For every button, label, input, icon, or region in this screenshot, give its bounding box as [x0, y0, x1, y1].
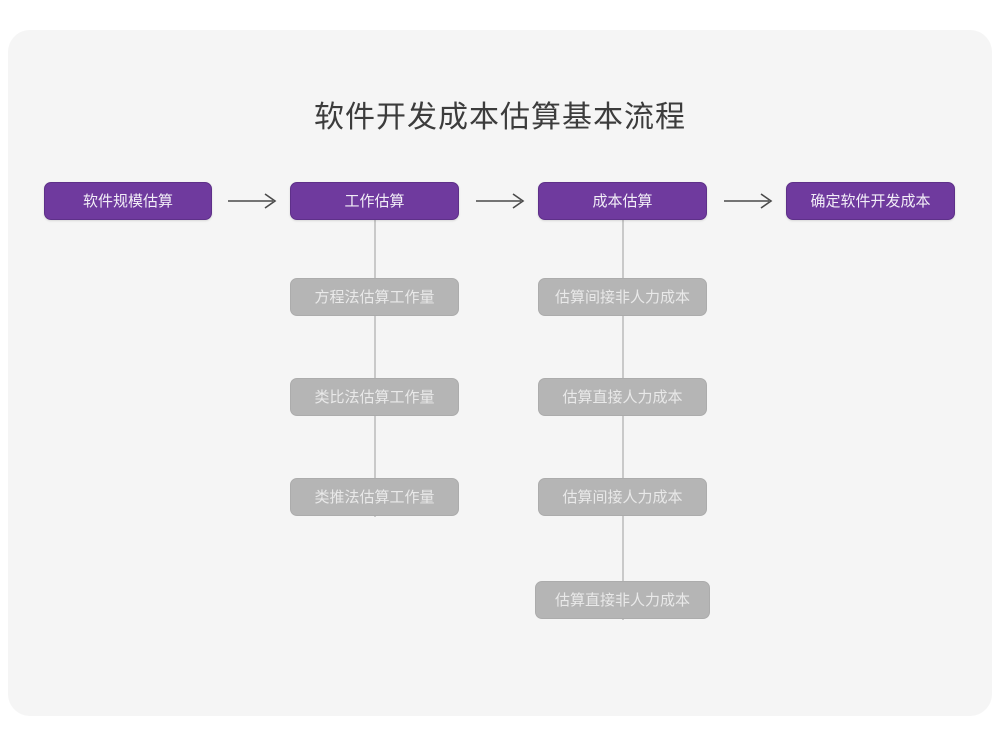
stage-node-2-label: 工作估算 — [344, 192, 405, 210]
substep-node-stage-2-2[interactable]: 类比法估算工作量 — [290, 378, 459, 416]
arrow-stage-3-to-4 — [724, 190, 776, 212]
stage-node-4-label: 确定软件开发成本 — [810, 192, 931, 210]
arrow-stage-2-to-3 — [476, 190, 528, 212]
substep-node-stage-2-3-label: 类推法估算工作量 — [314, 488, 435, 506]
connector-stage-3-vertical — [622, 217, 624, 620]
substep-node-stage-3-4[interactable]: 估算直接非人力成本 — [535, 581, 710, 619]
substep-node-stage-3-1-label: 估算间接非人力成本 — [554, 288, 690, 306]
connector-stage-2-vertical — [374, 217, 376, 517]
substep-node-stage-2-2-label: 类比法估算工作量 — [314, 388, 435, 406]
stage-node-4[interactable]: 确定软件开发成本 — [786, 182, 955, 220]
substep-node-stage-3-2-label: 估算直接人力成本 — [562, 388, 683, 406]
stage-node-1[interactable]: 软件规模估算 — [44, 182, 212, 220]
stage-node-2[interactable]: 工作估算 — [290, 182, 459, 220]
substep-node-stage-3-1[interactable]: 估算间接非人力成本 — [538, 278, 707, 316]
stage-node-1-label: 软件规模估算 — [82, 192, 173, 210]
arrow-stage-1-to-2 — [228, 190, 280, 212]
page-title: 软件开发成本估算基本流程 — [314, 101, 686, 134]
diagram-card — [8, 30, 992, 716]
substep-node-stage-3-2[interactable]: 估算直接人力成本 — [538, 378, 707, 416]
substep-node-stage-2-1[interactable]: 方程法估算工作量 — [290, 278, 459, 316]
substep-node-stage-3-3-label: 估算间接人力成本 — [562, 488, 683, 506]
substep-node-stage-2-1-label: 方程法估算工作量 — [314, 288, 435, 306]
substep-node-stage-3-4-label: 估算直接非人力成本 — [554, 591, 690, 609]
substep-node-stage-2-3[interactable]: 类推法估算工作量 — [290, 478, 459, 516]
substep-node-stage-3-3[interactable]: 估算间接人力成本 — [538, 478, 707, 516]
stage-node-3[interactable]: 成本估算 — [538, 182, 707, 220]
stage-node-3-label: 成本估算 — [592, 192, 653, 210]
